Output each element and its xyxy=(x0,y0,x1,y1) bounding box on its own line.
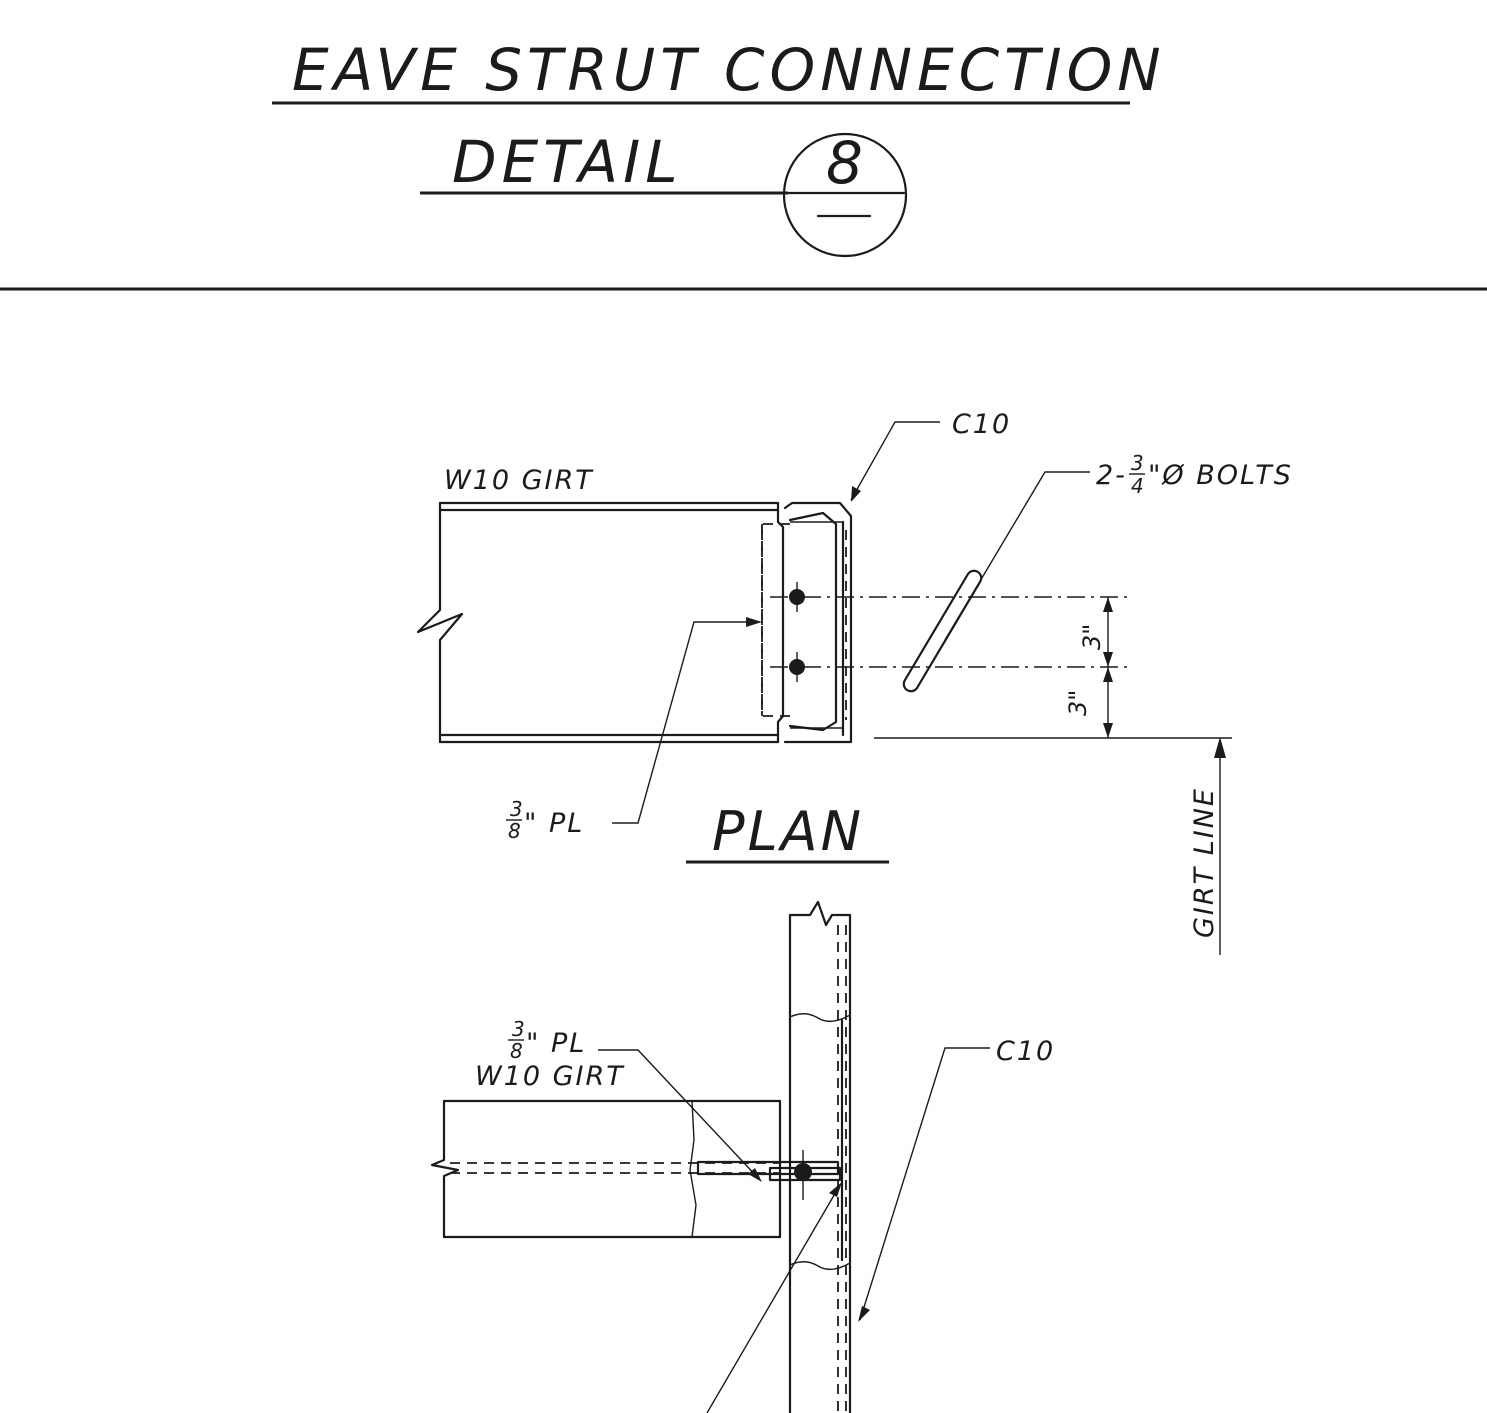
plan-girt-cope xyxy=(776,501,785,744)
elevation-plate-label: 3 8 " PL xyxy=(508,1017,586,1063)
detail-bubble-circle xyxy=(782,132,908,258)
dimension-lower-text: 3" xyxy=(1064,690,1092,716)
svg-text:3: 3 xyxy=(512,1017,525,1041)
svg-text:"Ø BOLTS: "Ø BOLTS xyxy=(1148,460,1293,491)
elevation-plate xyxy=(696,1150,842,1200)
plan-bolts xyxy=(770,569,1130,693)
elevation-girt-label: W10 GIRT xyxy=(475,1061,625,1092)
svg-text:3: 3 xyxy=(510,797,523,821)
plan-view-title: PLAN xyxy=(712,800,864,863)
plan-girt-label: W10 GIRT xyxy=(444,465,594,496)
plan-dimensions: 3" 3" GIRT LINE xyxy=(874,597,1232,955)
elevation-column-break-lower xyxy=(789,1261,851,1271)
svg-text:4: 4 xyxy=(1131,474,1144,498)
plan-bolt-slot-symbol xyxy=(902,569,983,693)
plan-bolts-leader xyxy=(944,471,1090,641)
plan-leaders xyxy=(612,421,1090,824)
plan-plate-leader xyxy=(612,621,758,824)
elevation-girt-break xyxy=(430,1099,460,1239)
elevation-c10-label: C10 xyxy=(996,1036,1055,1067)
elevation-weld-leader xyxy=(706,1184,841,1413)
elevation-column-break xyxy=(788,900,852,927)
title-line-2: DETAIL xyxy=(452,128,683,196)
detail-number: 8 xyxy=(826,129,868,197)
svg-text:2-: 2- xyxy=(1096,460,1127,491)
elevation-column-break-upper xyxy=(789,1013,851,1023)
plan-view: 3" 3" GIRT LINE W10 GIRT C10 2- 3 4 "Ø B… xyxy=(416,409,1293,955)
elevation-view: W10 GIRT 3 8 " PL C10 xyxy=(430,900,1055,1413)
svg-text:" PL: " PL xyxy=(524,808,584,839)
plan-girt-break-line xyxy=(416,501,464,744)
plan-c10-channel xyxy=(783,501,853,744)
elevation-c10-leader xyxy=(859,1047,990,1321)
elevation-leaders xyxy=(598,1047,990,1413)
svg-text:8: 8 xyxy=(508,819,521,843)
svg-text:3: 3 xyxy=(1131,451,1144,475)
detail-number-bubble: 8 xyxy=(782,129,908,258)
plan-c10-label: C10 xyxy=(952,409,1011,440)
plan-plate-hidden xyxy=(761,523,790,717)
girt-line-arrowhead xyxy=(1214,737,1226,758)
elevation-girt-cope-line xyxy=(689,1100,697,1238)
elevation-plate-leader xyxy=(598,1049,761,1181)
svg-text:" PL: " PL xyxy=(526,1028,586,1059)
svg-text:8: 8 xyxy=(510,1039,523,1063)
plan-girt xyxy=(416,501,785,744)
plan-bolts-label: 2- 3 4 "Ø BOLTS xyxy=(1096,451,1293,498)
elevation-girt xyxy=(430,1099,782,1239)
plan-c10-leader xyxy=(850,421,940,501)
title-block: EAVE STRUT CONNECTION DETAIL 8 xyxy=(0,36,1487,291)
dimension-upper-text: 3" xyxy=(1078,624,1106,650)
title-line-1: EAVE STRUT CONNECTION xyxy=(292,36,1166,104)
elevation-column xyxy=(788,900,852,1413)
girt-line-label: GIRT LINE xyxy=(1189,787,1220,938)
plan-plate-label: 3 8 " PL xyxy=(506,797,584,843)
